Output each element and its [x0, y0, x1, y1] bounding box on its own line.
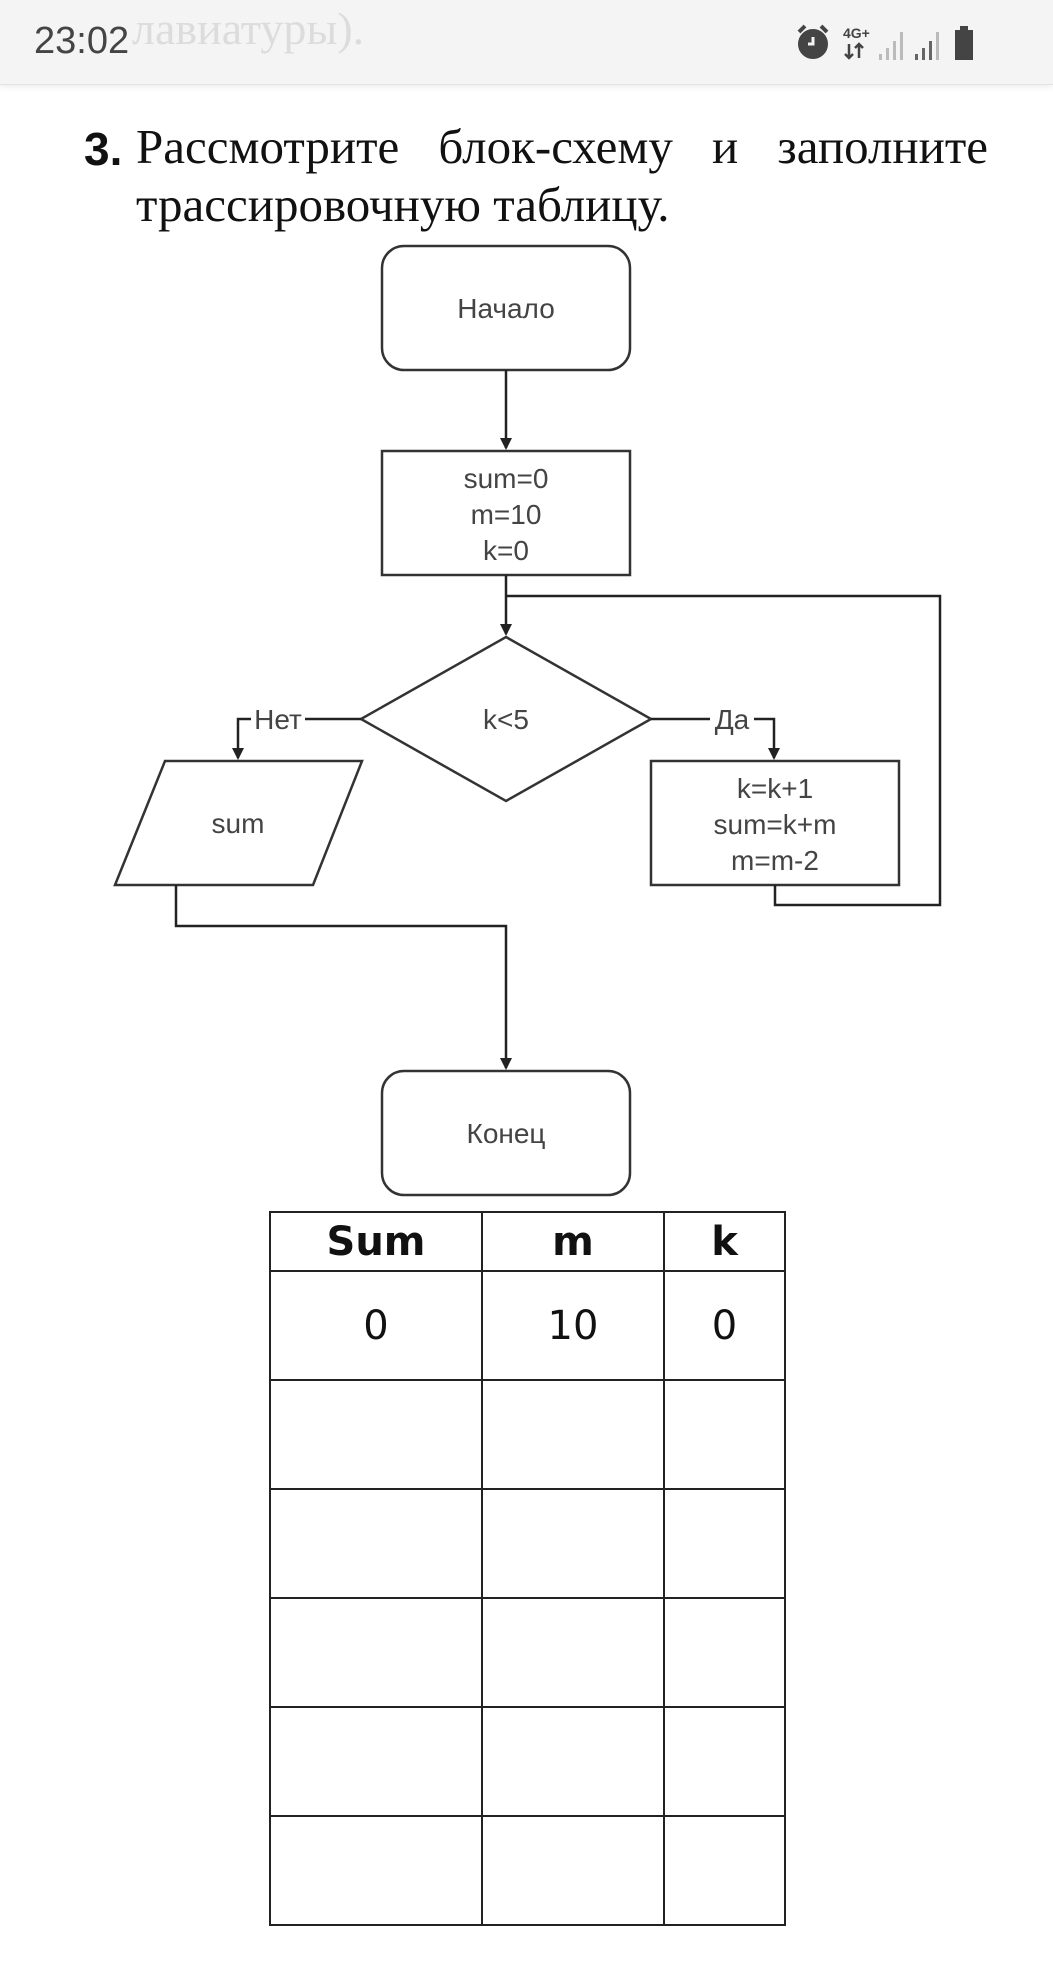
cell-sum: [269, 1488, 483, 1599]
cell-m: [481, 1815, 665, 1926]
cell-m: [481, 1597, 665, 1708]
cell-sum: [269, 1379, 483, 1490]
network-label: 4G+: [843, 25, 870, 41]
table-row: [269, 1488, 786, 1599]
cell-sum: [269, 1706, 483, 1817]
init-line-2: m=10: [471, 499, 542, 530]
condition-label: k<5: [483, 704, 529, 735]
header-m: m: [481, 1211, 665, 1272]
table-header-row: Sum m k: [269, 1211, 786, 1272]
output-label: sum: [212, 808, 265, 839]
arrow-output-to-end: [174, 885, 512, 1070]
table-row: 0 10 0: [269, 1270, 786, 1381]
background-text-fragment: лавиатуры).: [132, 3, 365, 54]
status-time: 23:02: [34, 20, 130, 62]
cell-sum: [269, 1597, 483, 1708]
alarm-icon: [797, 24, 829, 59]
cell-m: [481, 1488, 665, 1599]
header-sum: Sum: [269, 1211, 483, 1272]
init-line-1: sum=0: [464, 463, 549, 494]
network-4g-icon: 4G+: [843, 25, 870, 60]
init-line-3: k=0: [483, 535, 529, 566]
cell-sum: [269, 1815, 483, 1926]
cell-k: [663, 1815, 786, 1926]
cell-k: [663, 1706, 786, 1817]
table-row: [269, 1815, 786, 1926]
output-parallelogram: [113, 759, 364, 887]
loop-body-box: [649, 759, 901, 887]
body-line-3: m=m-2: [731, 845, 819, 876]
yes-branch-arrow: [754, 717, 780, 760]
flowchart: Начало sum=0 m=10 k=0 k<5 Нет sum Да k=k…: [113, 244, 942, 1197]
yes-label: Да: [715, 704, 750, 735]
no-label: Нет: [254, 704, 302, 735]
condition-diamond: [358, 635, 654, 803]
init-process-box: [380, 449, 632, 577]
body-line-2: sum=k+m: [714, 809, 837, 840]
cell-k: 0: [663, 1270, 786, 1381]
table-row: [269, 1597, 786, 1708]
signal-bars-icon: [915, 32, 939, 60]
end-label: Конец: [467, 1118, 546, 1149]
cell-m: 10: [481, 1270, 665, 1381]
cell-k: [663, 1379, 786, 1490]
task-line-2: трассировочную таблицу.: [136, 177, 670, 232]
loop-back-line: [506, 594, 942, 907]
status-icons: 4G+: [795, 22, 995, 64]
task-instruction: Рассмотрите блок-схему и заполните трасс…: [136, 118, 988, 234]
status-bar: лавиатуры). 23:02 4G+: [0, 0, 1053, 85]
end-terminator: [380, 1069, 632, 1197]
table-row: [269, 1379, 786, 1490]
cell-m: [481, 1706, 665, 1817]
body-line-1: k=k+1: [737, 773, 813, 804]
header-k: k: [663, 1211, 786, 1272]
battery-icon: [955, 26, 973, 60]
task-line-1: Рассмотрите блок-схему и заполните: [136, 119, 988, 174]
start-label: Начало: [457, 293, 555, 324]
cell-k: [663, 1597, 786, 1708]
no-branch-arrow: [232, 717, 251, 760]
cell-sum: 0: [269, 1270, 483, 1381]
signal-bars-icon: [879, 32, 903, 60]
cell-m: [481, 1379, 665, 1490]
cell-k: [663, 1488, 786, 1599]
task-number: 3.: [84, 123, 123, 175]
trace-table: Sum m k 0 10 0: [269, 1211, 786, 1926]
table-row: [269, 1706, 786, 1817]
